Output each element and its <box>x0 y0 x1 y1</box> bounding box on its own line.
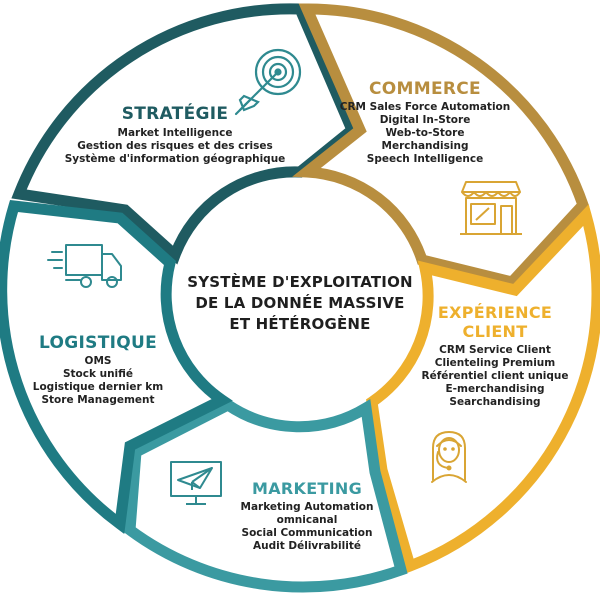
delivery-truck-icon <box>47 244 122 288</box>
customer-service-agent-icon <box>431 430 467 483</box>
list-item: Logistique dernier km <box>32 381 164 393</box>
list-item: Clienteling Premium <box>434 357 556 369</box>
segment-experience-client <box>366 204 600 574</box>
segment-marketing <box>124 398 408 593</box>
segment-commerce <box>292 3 590 289</box>
marketing-items: Marketing Automation omnicanal Social Co… <box>212 501 402 553</box>
list-item: Gestion des risques et des crises <box>77 140 273 152</box>
list-item: Référentiel client unique <box>421 370 569 382</box>
experience-title-line-2: CLIENT <box>462 322 528 341</box>
list-item: Speech Intelligence <box>366 153 484 165</box>
logistique-items: OMS Stock unifié Logistique dernier km S… <box>18 355 178 407</box>
logistique-title: LOGISTIQUE <box>39 333 157 353</box>
strategie-title: STRATÉGIE <box>121 104 229 124</box>
list-item: Système d'information géographique <box>64 153 286 165</box>
list-item: Web-to-Store <box>385 127 465 139</box>
center-line-3: ET HÉTÉROGÈNE <box>229 315 371 333</box>
paper-plane-monitor-icon <box>170 461 222 505</box>
experience-title-line-1: EXPÉRIENCE <box>437 303 553 322</box>
list-item: E-merchandising <box>445 383 545 395</box>
commerce-items: CRM Sales Force Automation Digital In-St… <box>320 101 530 166</box>
list-item: Social Communication <box>241 527 373 539</box>
list-item: CRM Service Client <box>439 344 551 356</box>
list-item: Digital In-Store <box>379 114 471 126</box>
list-item: Merchandising <box>381 140 469 152</box>
center-line-1: SYSTÈME D'EXPLOITATION <box>187 273 413 291</box>
target-arrow-icon <box>234 48 302 116</box>
list-item: Store Management <box>41 394 155 406</box>
segment-strategie <box>11 3 359 265</box>
list-item: Audit Délivrabilité <box>253 540 361 552</box>
list-item: Stock unifié <box>62 368 134 380</box>
storefront-icon <box>460 181 522 235</box>
experience-client-items: CRM Service Client Clienteling Premium R… <box>400 344 590 409</box>
strategie-items: Market Intelligence Gestion des risques … <box>55 127 295 166</box>
list-item: Marketing Automation <box>240 501 374 513</box>
list-item: Market Intelligence <box>117 127 233 139</box>
center-line-2: DE LA DONNÉE MASSIVE <box>195 294 405 312</box>
list-item: OMS <box>84 355 112 367</box>
marketing-title: MARKETING <box>251 479 363 498</box>
list-item: CRM Sales Force Automation <box>339 101 511 113</box>
experience-client-title: EXPÉRIENCE CLIENT <box>410 303 580 341</box>
segment-logistique <box>0 200 233 534</box>
center-title: SYSTÈME D'EXPLOITATION DE LA DONNÉE MASS… <box>180 272 420 335</box>
list-item: Searchandising <box>449 396 541 408</box>
commerce-title: COMMERCE <box>369 79 481 99</box>
list-item: omnicanal <box>276 514 338 526</box>
